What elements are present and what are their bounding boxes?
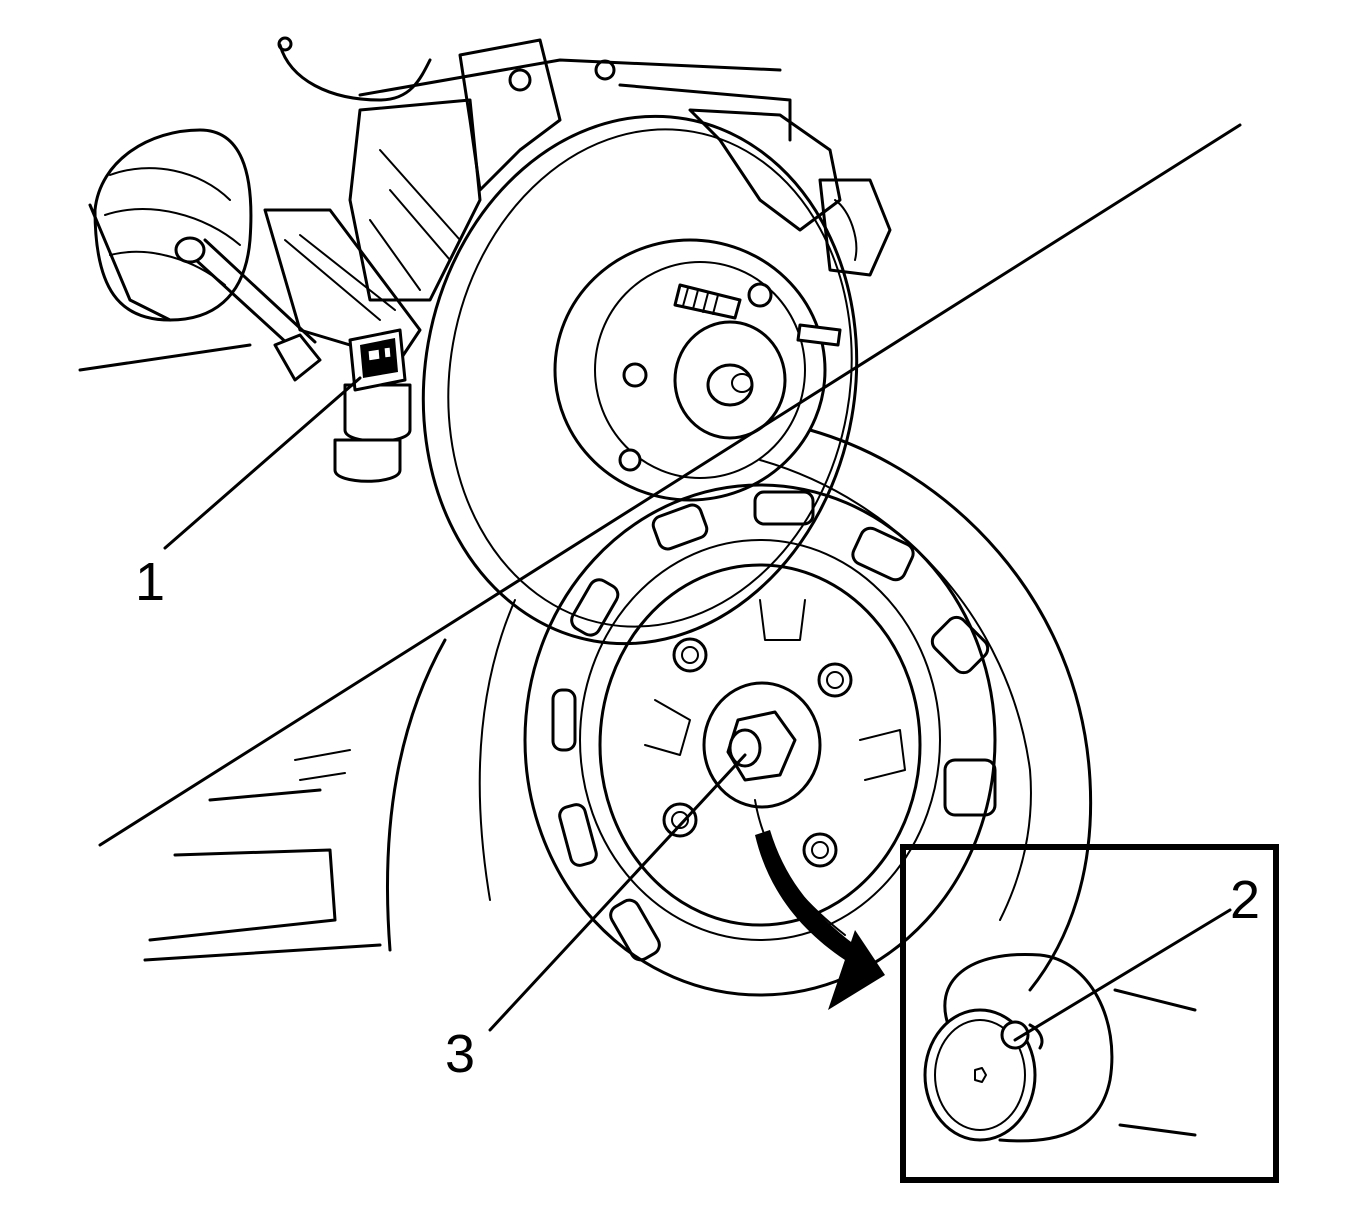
hub-flange: [594, 261, 806, 479]
wheel-speed-sensor-housing: [343, 383, 412, 443]
brake-disc-edge: [447, 128, 853, 628]
wheel-hub-icon: [673, 320, 787, 440]
body-line: [148, 788, 337, 942]
wheel-rim-inner: [579, 539, 941, 941]
inset-hub-lines: [1113, 988, 1197, 1137]
inset-frame: [900, 844, 1279, 1183]
control-arm: [263, 208, 422, 362]
tie-rod-end: [273, 333, 322, 382]
spoke: [759, 599, 806, 641]
wheel-rim-outer: [523, 483, 997, 997]
body-line: [294, 749, 351, 781]
frame-line: [358, 58, 782, 97]
disc-hat: [553, 238, 827, 502]
spoke: [859, 729, 906, 781]
detail-arrow-head: [828, 930, 885, 1010]
wheel-speed-sensor-icon: [923, 1008, 1044, 1142]
frame-line: [618, 83, 792, 142]
brake-assembly-group: [78, 36, 892, 646]
leader-line-2: [1013, 908, 1232, 1042]
caliper-bracket: [818, 178, 892, 277]
section-divider: [98, 123, 1242, 847]
callout-3: 3: [445, 1024, 475, 1084]
brake-hose: [278, 43, 432, 102]
wheel-vent-slots: [551, 490, 997, 962]
knuckle: [458, 38, 562, 192]
road-wheel-group: [143, 428, 1093, 1010]
cv-boot: [93, 128, 253, 322]
spoke: [644, 699, 691, 756]
lug-nuts: [662, 637, 853, 868]
tie-rod-joint: [174, 236, 206, 264]
wheel-studs: [618, 282, 842, 472]
body-line: [143, 943, 382, 962]
hose-end: [277, 36, 293, 52]
frame-line: [78, 343, 252, 372]
wheel-speed-sensor-connector-icon: [348, 328, 407, 392]
tire-arc: [759, 459, 1032, 921]
arm-detail: [284, 234, 396, 321]
tire-arc: [385, 638, 447, 952]
callout-2: 2: [1230, 870, 1260, 930]
leader-line-1: [163, 376, 362, 550]
brake-disc-outer: [421, 114, 859, 646]
axle-tip: [728, 728, 762, 768]
callout-1: 1: [135, 552, 165, 612]
brake-caliper: [688, 108, 842, 232]
knuckle-bolt: [508, 68, 532, 92]
tie-rod: [183, 238, 317, 357]
tire-arc: [478, 599, 516, 901]
wheel-center-disc: [598, 563, 922, 927]
detail-arrow-body: [755, 830, 855, 960]
knuckle-bolt: [594, 59, 616, 81]
caliper-detail: [834, 199, 858, 261]
strut-bracket: [348, 98, 482, 302]
tire-arc: [808, 428, 1093, 992]
bracket-detail: [369, 149, 461, 291]
boot-edge: [88, 203, 172, 322]
inset-detail: [900, 844, 1279, 1183]
cv-boot-ribs: [104, 167, 241, 286]
leader-line-3: [488, 753, 747, 1032]
sensor-mount: [333, 438, 402, 483]
